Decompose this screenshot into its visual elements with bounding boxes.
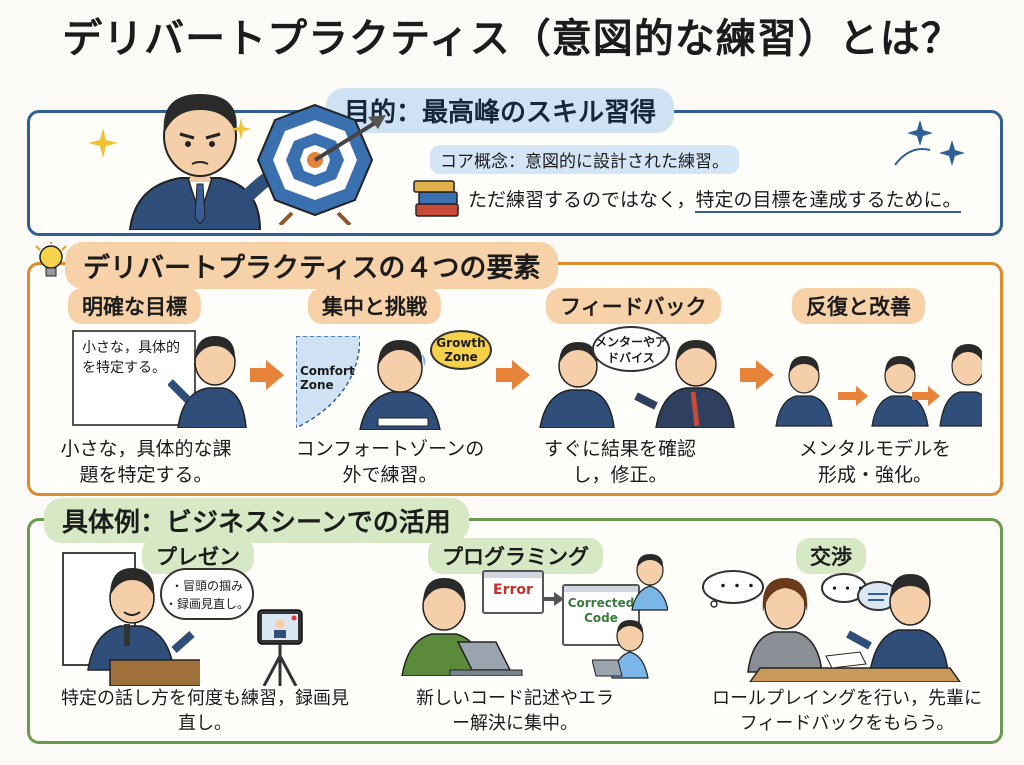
element-heading-feedback: フィードバック xyxy=(546,288,721,324)
growth-zone-label: Growth Zone xyxy=(436,336,486,364)
growth-zone-bubble: Growth Zone xyxy=(430,330,492,370)
sparkle-icon xyxy=(88,128,118,158)
sparkle-icon xyxy=(230,118,252,140)
thought-bubble-icon xyxy=(702,570,764,608)
comfort-zone-label: Comfort Zone xyxy=(300,364,355,392)
purpose-description-underlined: 特定の目標を達成するために。 xyxy=(695,189,962,213)
mentor-feedback-illustration xyxy=(539,340,735,428)
elements-label: デリバートプラクティスの４つの要素 xyxy=(65,242,559,289)
page-title: デリバートプラクティス（意図的な練習）とは？ xyxy=(62,16,962,62)
element-heading-focus: 集中と挑戦 xyxy=(308,288,441,324)
example-heading-programming: プログラミング xyxy=(428,538,603,574)
example-caption-negotiation: ロールプレイングを行い，先輩にフィードバックをもらう。 xyxy=(712,688,982,734)
advice-bubble: メンターやアドバイス xyxy=(592,326,670,372)
advice-bubble-text: メンターやアドバイス xyxy=(594,335,667,365)
example-heading-presentation: プレゼン xyxy=(142,538,254,574)
whiteboard-text: 小さな，具体的を特定する。 xyxy=(82,340,180,376)
whiteboard: 小さな，具体的を特定する。 xyxy=(72,330,196,426)
presentation-tip-1: ・冒頭の掴み xyxy=(170,579,243,593)
error-label: Error xyxy=(493,582,533,598)
arrow-right-icon xyxy=(542,592,564,606)
core-concept-badge: コア概念：意図的に設計された練習。 xyxy=(430,145,739,174)
target-icon xyxy=(256,103,386,225)
example-heading-negotiation: 交渉 xyxy=(796,538,866,574)
purpose-label: 目的：最高峰のスキル習得 xyxy=(326,88,675,133)
example-caption-programming: 新しいコード記述やエラー解決に集中。 xyxy=(416,688,614,734)
arrow-right-icon xyxy=(496,360,530,390)
speech-bubbles-icon xyxy=(821,573,899,611)
thought-dots: ・・・ xyxy=(716,579,758,595)
negotiation-meeting-illustration xyxy=(747,574,961,682)
element-caption-goal: 小さな，具体的な課題を特定する。 xyxy=(60,438,232,486)
comfort-zone-area xyxy=(296,336,360,428)
element-heading-repetition: 反復と改善 xyxy=(792,288,925,324)
element-heading-goal: 明確な目標 xyxy=(68,288,201,324)
concentrating-person-illustration xyxy=(359,340,441,430)
arrow-right-icon xyxy=(740,360,774,390)
businessman-writing-illustration xyxy=(168,336,247,428)
examples-label: 具体例：ビジネスシーンでの活用 xyxy=(44,498,469,543)
example-caption-presentation: 特定の話し方を何度も練習，録画見直し。 xyxy=(61,688,349,734)
presentation-tips-bubble: ・冒頭の掴み ・録画見直し。 xyxy=(160,568,254,620)
speech-dots: ・・・ xyxy=(828,582,868,597)
element-caption-repetition: メンタルモデルを形成・強化。 xyxy=(798,438,951,486)
element-caption-focus: コンフォートゾーンの外で練習。 xyxy=(295,438,485,486)
purpose-description-plain: ただ練習するのではなく， xyxy=(468,189,696,211)
sparkle-icon xyxy=(894,120,965,166)
purpose-description: ただ練習するのではなく，特定の目標を達成するために。 xyxy=(468,185,962,213)
helpers-illustration xyxy=(592,554,668,679)
repetition-progress-illustration xyxy=(775,344,982,427)
camera-tripod-icon xyxy=(257,609,303,686)
programmer-laptop-illustration xyxy=(401,578,523,676)
presentation-tip-2: ・録画見直し。 xyxy=(164,597,249,611)
arrow-right-icon xyxy=(250,360,284,390)
error-window: Error xyxy=(482,570,544,614)
corrected-code-label: Corrected Code xyxy=(567,596,635,625)
lightbulb-icon xyxy=(35,242,67,277)
element-caption-feedback: すぐに結果を確認し，修正。 xyxy=(543,438,696,486)
presenter-illustration xyxy=(87,568,200,686)
books-icon xyxy=(413,180,459,217)
